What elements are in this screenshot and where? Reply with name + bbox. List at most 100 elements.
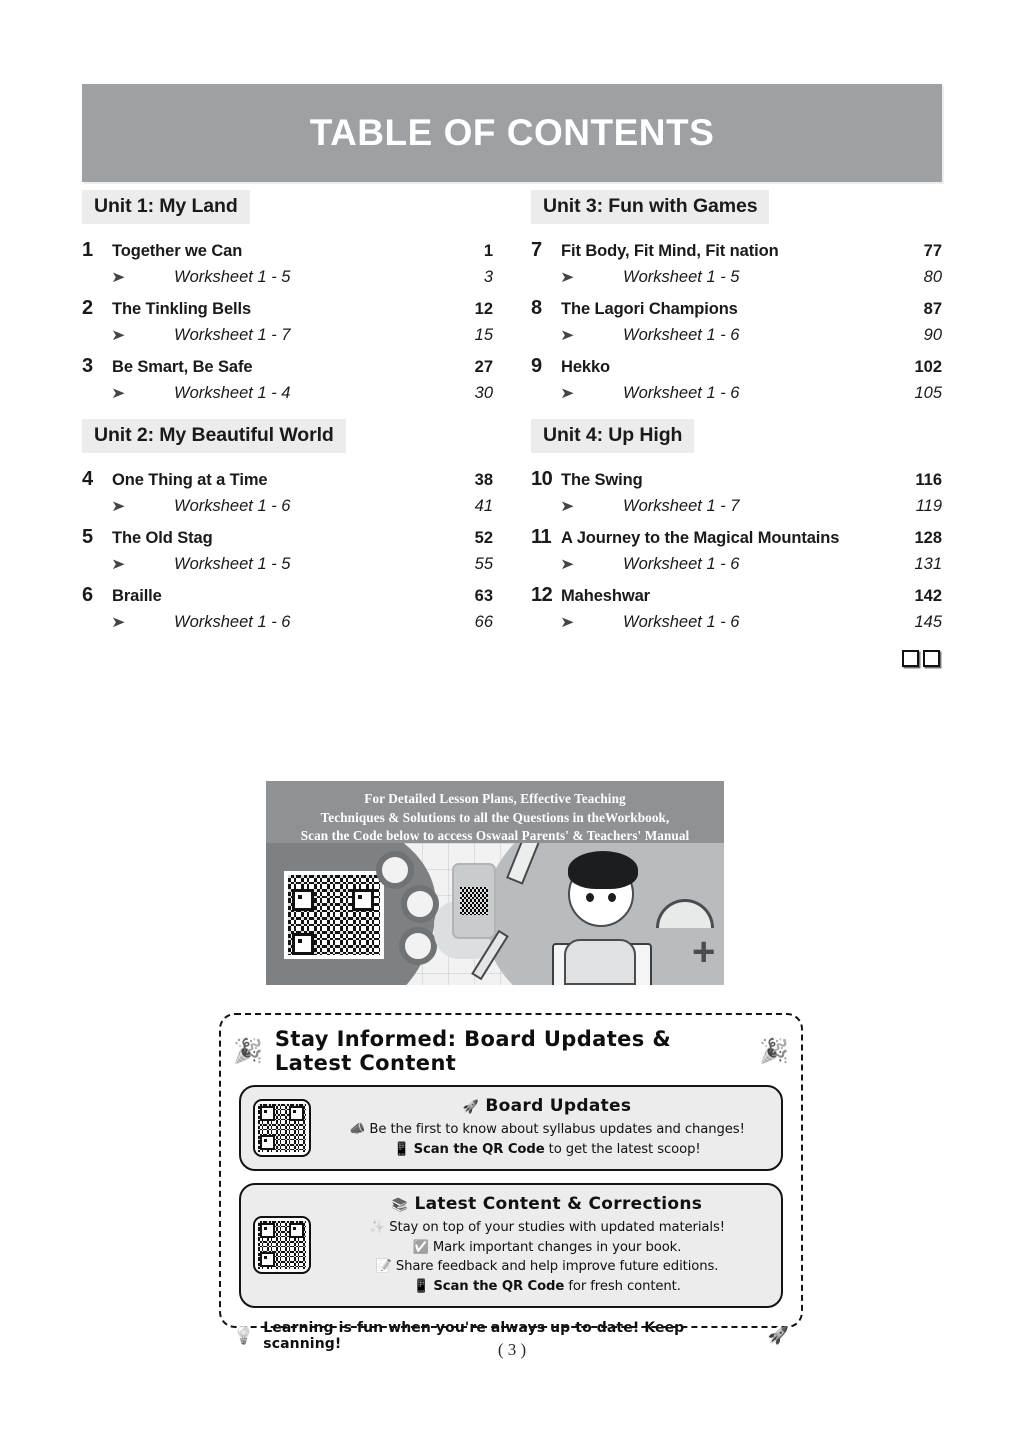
light-bulb-icon: 💡 bbox=[233, 1326, 255, 1347]
banner-qr-code[interactable] bbox=[284, 871, 384, 959]
worksheet-row[interactable]: ➤ Worksheet 1 - 6 105 bbox=[531, 384, 942, 403]
chapter-number: 9 bbox=[531, 355, 542, 377]
chart-circle-icon bbox=[376, 851, 414, 889]
arrow-bullet-icon: ➤ bbox=[560, 269, 575, 286]
board-updates-body: 🚀 Board Updates 📣 Be the first to know a… bbox=[325, 1096, 769, 1160]
chapter-title: One Thing at a Time bbox=[112, 471, 268, 489]
chapter-number: 11 bbox=[531, 526, 552, 548]
latest-content-title: 📚 Latest Content & Corrections bbox=[325, 1194, 769, 1214]
end-square-icon bbox=[902, 650, 919, 667]
latest-content-line-1-text: Stay on top of your studies with updated… bbox=[389, 1219, 725, 1235]
student-eye-right bbox=[608, 893, 616, 902]
mobile-phone-icon: 📱 bbox=[393, 1141, 410, 1157]
chapter-title: Maheshwar bbox=[561, 587, 650, 605]
board-updates-line-2-bold: Scan the QR Code bbox=[413, 1141, 545, 1157]
end-square-icon bbox=[923, 650, 940, 667]
chapter-page-number: 27 bbox=[474, 358, 493, 376]
arrow-bullet-icon: ➤ bbox=[560, 385, 575, 402]
check-mark-icon: ✅ bbox=[412, 1239, 429, 1255]
board-updates-line-2: 📱 Scan the QR Code to get the latest sco… bbox=[325, 1140, 769, 1160]
plus-icon: + bbox=[692, 930, 716, 974]
board-updates-title-text: Board Updates bbox=[485, 1096, 632, 1116]
qr-eye-top-left bbox=[260, 1105, 275, 1121]
chapter-page-number: 87 bbox=[923, 300, 942, 318]
worksheet-label: Worksheet 1 - 5 bbox=[174, 268, 291, 286]
worksheet-label: Worksheet 1 - 6 bbox=[174, 497, 291, 515]
unit-header: Unit 3: Fun with Games bbox=[531, 190, 770, 224]
chapter-title: The Tinkling Bells bbox=[112, 300, 252, 318]
promo-banner-illustration: + bbox=[266, 843, 724, 985]
stay-informed-footer: 💡 Learning is fun when you're always up … bbox=[233, 1320, 789, 1352]
latest-content-line-2-text: Mark important changes in your book. bbox=[432, 1239, 682, 1255]
worksheet-page-number: 15 bbox=[474, 326, 493, 344]
latest-content-card[interactable]: 📚 Latest Content & Corrections ✨ Stay on… bbox=[239, 1182, 783, 1309]
latest-content-line-1: ✨ Stay on top of your studies with updat… bbox=[325, 1218, 769, 1238]
promo-line-3: Scan the Code below to access Oswaal Par… bbox=[300, 828, 690, 844]
unit-header: Unit 4: Up High bbox=[531, 419, 695, 453]
chapter-title: Fit Body, Fit Mind, Fit nation bbox=[561, 242, 779, 260]
qr-eye-top-right bbox=[352, 889, 374, 911]
board-updates-title: 🚀 Board Updates bbox=[325, 1096, 769, 1116]
student-eye-left bbox=[586, 893, 594, 902]
arrow-bullet-icon: ➤ bbox=[111, 614, 126, 631]
arrow-bullet-icon: ➤ bbox=[560, 556, 575, 573]
worksheet-page-number: 119 bbox=[915, 497, 942, 515]
latest-content-line-3: 📝 Share feedback and help improve future… bbox=[325, 1257, 769, 1277]
latest-content-line-4: 📱 Scan the QR Code for fresh content. bbox=[325, 1277, 769, 1297]
chapter-page-number: 63 bbox=[474, 587, 493, 605]
oswaal-manual-promo-banner[interactable]: For Detailed Lesson Plans, Effective Tea… bbox=[266, 781, 724, 985]
chapter-number: 3 bbox=[82, 355, 93, 377]
board-updates-qr-code[interactable] bbox=[253, 1098, 311, 1157]
stay-informed-box: 🎉 Stay Informed: Board Updates & Latest … bbox=[219, 1013, 803, 1352]
worksheet-page-number: 80 bbox=[923, 268, 942, 286]
worksheet-label: Worksheet 1 - 6 bbox=[623, 384, 740, 402]
worksheet-label: Worksheet 1 - 7 bbox=[174, 326, 291, 344]
arrow-bullet-icon: ➤ bbox=[560, 327, 575, 344]
worksheet-page-number: 90 bbox=[923, 326, 942, 344]
latest-content-qr-code[interactable] bbox=[253, 1216, 311, 1275]
chapter-page-number: 52 bbox=[474, 529, 493, 547]
worksheet-label: Worksheet 1 - 6 bbox=[623, 326, 740, 344]
arrow-bullet-icon: ➤ bbox=[111, 498, 126, 515]
worksheet-label: Worksheet 1 - 6 bbox=[174, 613, 291, 631]
worksheet-row[interactable]: ➤ Worksheet 1 - 6 90 bbox=[531, 326, 942, 345]
chapter-title: The Swing bbox=[561, 471, 643, 489]
mobile-phone-icon: 📱 bbox=[413, 1279, 430, 1295]
arrow-bullet-icon: ➤ bbox=[111, 556, 126, 573]
chapter-number: 8 bbox=[531, 297, 542, 319]
end-of-section-marker bbox=[531, 650, 942, 670]
board-updates-card[interactable]: 🚀 Board Updates 📣 Be the first to know a… bbox=[239, 1085, 783, 1171]
worksheet-page-number: 105 bbox=[914, 384, 942, 402]
promo-line-2: Techniques & Solutions to all the Questi… bbox=[320, 809, 670, 825]
chapter-title: The Old Stag bbox=[112, 529, 213, 547]
chapter-title: Hekko bbox=[561, 358, 611, 376]
chapter-number: 1 bbox=[82, 239, 93, 261]
